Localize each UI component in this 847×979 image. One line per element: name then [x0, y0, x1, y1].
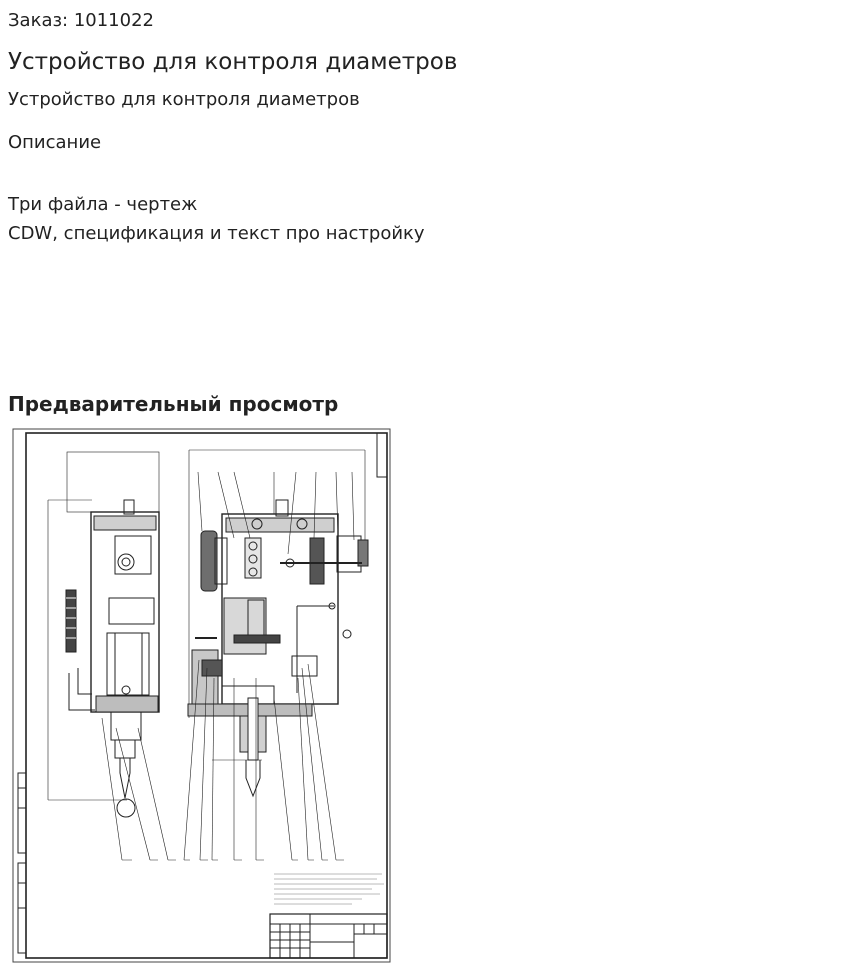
description-line-2: CDW, спецификация и текст про настройку [8, 223, 425, 244]
description-heading: Описание [8, 132, 102, 153]
order-number: Заказ: 1011022 [8, 10, 154, 31]
page-title: Устройство для контроля диаметров [8, 49, 458, 75]
preview-heading: Предварительный просмотр [8, 392, 339, 416]
technical-drawing-preview[interactable] [12, 428, 392, 964]
description-line-1: Три файла - чертеж [8, 194, 198, 215]
page-subtitle: Устройство для контроля диаметров [8, 89, 360, 110]
